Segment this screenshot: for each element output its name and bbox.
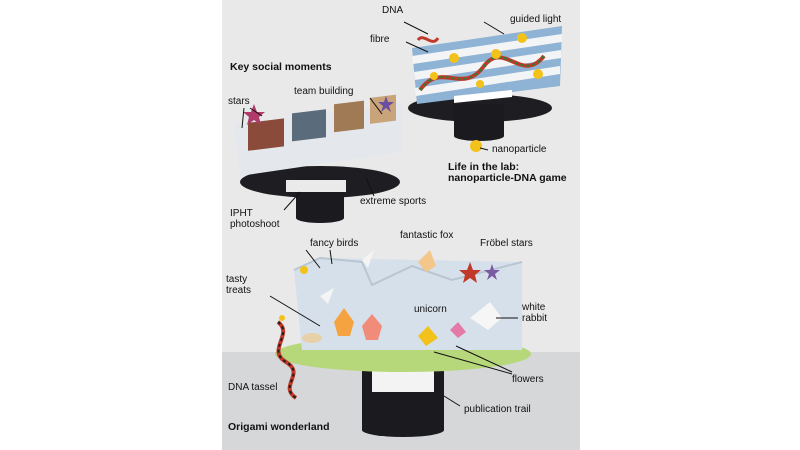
social-moments-model <box>234 94 402 223</box>
label-dna-tassel: DNA tassel <box>228 382 278 393</box>
tasty-treat <box>302 333 322 343</box>
arrow-nanoparticle <box>479 147 489 151</box>
origami-star <box>243 104 265 125</box>
arrow-fibre <box>405 41 429 53</box>
arrow-dna <box>403 21 429 35</box>
team-photo <box>248 118 284 151</box>
origami-flower <box>334 308 354 336</box>
arrow-flowers-2 <box>433 351 513 375</box>
label-frobel-stars: Fröbel stars <box>480 238 533 249</box>
arrow-stars-2 <box>249 107 263 117</box>
photo-figure: DNA guided light fibre Key social moment… <box>222 0 580 450</box>
arrow-iph <box>283 191 301 211</box>
label-publication-trail: publication trail <box>464 404 531 415</box>
nanoparticle-dot <box>449 53 459 63</box>
label-fancy-birds: fancy birds <box>310 238 359 249</box>
label-guided-light: guided light <box>510 14 562 25</box>
arrow-team-building <box>369 97 383 115</box>
arrow-fancy-birds-2 <box>329 249 333 265</box>
origami-rabbit <box>470 302 502 330</box>
origami-photo <box>222 21 580 450</box>
arrow-tasty-treats <box>269 295 321 327</box>
origami-fox <box>418 250 436 272</box>
arrow-guided-light <box>483 21 505 35</box>
nanoparticle-dna-model <box>408 26 562 152</box>
label-dna: DNA <box>382 5 404 16</box>
label-flowers: flowers <box>512 374 544 385</box>
origami-wonderland-model <box>275 250 531 437</box>
label-tasty-treats: tasty treats <box>226 274 252 296</box>
label-fibre: fibre <box>370 34 390 45</box>
label-unicorn: unicorn <box>414 304 447 315</box>
origami-bird <box>320 288 334 304</box>
arrow-flowers-1 <box>455 345 513 373</box>
annotation-arrows <box>241 21 518 407</box>
label-iph-photoshoot: IPHT photoshoot <box>230 208 280 230</box>
arrow-extreme-sports <box>365 177 375 197</box>
arrow-publication <box>443 395 461 407</box>
label-extreme-sports: extreme sports <box>360 196 427 207</box>
label-origami-wonderland: Origami wonderland <box>228 421 330 433</box>
arrow-fancy-birds-1 <box>305 249 321 269</box>
label-key-social-moments: Key social moments <box>230 61 332 73</box>
label-team-building: team building <box>294 86 354 97</box>
label-fantastic-fox: fantastic fox <box>400 230 454 241</box>
label-stars: stars <box>228 96 250 107</box>
label-white-rabbit: white rabbit <box>522 302 548 324</box>
stand-cylinder <box>454 104 504 136</box>
label-nanoparticle: nanoparticle <box>492 144 547 155</box>
frobel-star <box>459 262 481 283</box>
label-life-in-the-lab: Life in the lab: nanoparticle-DNA game <box>448 161 567 184</box>
arrow-stars-1 <box>241 107 245 129</box>
